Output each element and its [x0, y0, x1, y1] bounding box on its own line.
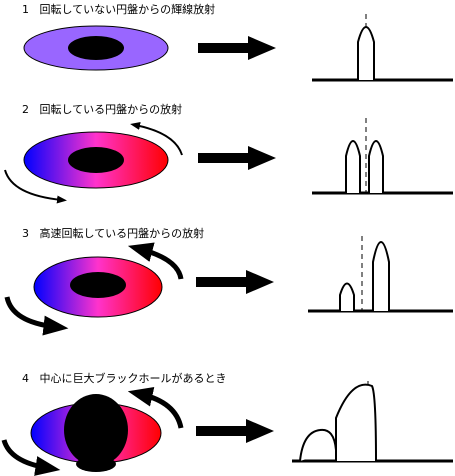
redshifted-peak — [372, 241, 390, 311]
blueshifted-broad-peak — [299, 428, 337, 462]
rotation-arrow-bottom — [1, 439, 61, 476]
panel-4-caption: 4 中心に巨大ブラックホールがあるとき — [22, 372, 227, 385]
emission-line-peak — [357, 26, 375, 80]
right-arrow-icon — [198, 146, 276, 170]
black-hole-bottom — [76, 456, 116, 472]
redshifted-peak — [368, 140, 384, 193]
panel-1-number: 1 — [22, 3, 29, 16]
panel-3-number: 3 — [22, 227, 29, 240]
rotation-arrow-bottom — [4, 296, 69, 336]
rotation-arrow-top — [127, 386, 184, 429]
panel-2-caption: 2 回転している円盤からの放射 — [22, 103, 182, 116]
disk-center-hole — [68, 36, 124, 60]
disk-center-hole — [68, 147, 124, 173]
panel-4-number: 4 — [22, 372, 29, 385]
panel-1-title: 回転していない円盤からの輝線放射 — [39, 3, 216, 16]
right-arrow-icon — [198, 36, 276, 60]
blueshifted-peak — [339, 282, 355, 311]
black-hole — [64, 394, 128, 466]
panel-4-title: 中心に巨大ブラックホールがあるとき — [39, 372, 227, 385]
panel-3-caption: 3 高速回転している円盤からの放射 — [22, 227, 204, 240]
panel-2-title: 回転している円盤からの放射 — [39, 103, 183, 116]
rotation-arrow-top — [127, 242, 184, 280]
disk-center-hole — [70, 272, 126, 298]
panel-2 — [4, 118, 453, 204]
right-arrow-icon — [196, 270, 274, 294]
rotation-arrow-bottom — [4, 169, 67, 204]
panel-3 — [4, 236, 453, 336]
panel-1 — [23, 14, 453, 82]
panel-1-caption: 1 回転していない円盤からの輝線放射 — [22, 3, 215, 16]
redshifted-broad-peak — [335, 383, 377, 462]
panel-3-title: 高速回転している円盤からの放射 — [39, 227, 205, 240]
blueshifted-peak — [345, 140, 361, 193]
right-arrow-icon — [196, 419, 274, 443]
panel-4 — [1, 381, 453, 476]
panel-2-number: 2 — [22, 103, 29, 116]
rotation-arrow-top — [130, 122, 183, 156]
